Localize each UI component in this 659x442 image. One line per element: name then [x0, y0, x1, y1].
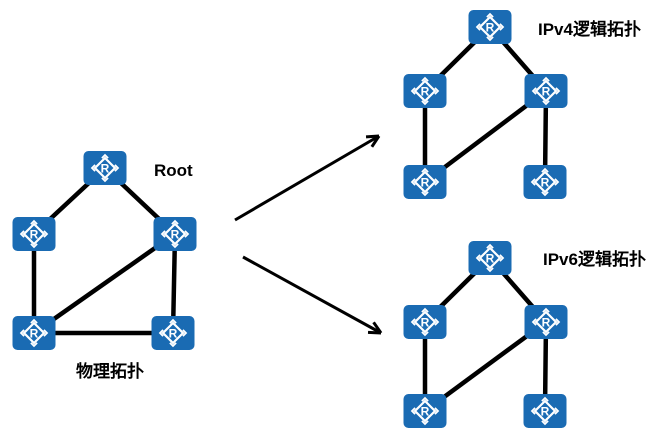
- router-corner-arrows-icon: [19, 318, 49, 348]
- router-icon: [468, 10, 512, 44]
- router-icon: [12, 217, 56, 251]
- router-corner-arrows-icon: [530, 167, 560, 197]
- router-symbol: R: [169, 327, 178, 341]
- router-node: R: [523, 165, 567, 199]
- router-icon: [403, 74, 447, 108]
- router-icon: [151, 316, 195, 350]
- router-icon: [524, 305, 568, 339]
- router-node: R: [83, 151, 127, 185]
- arrow-head-icon: [370, 135, 381, 148]
- router-corner-arrows-icon: [475, 12, 505, 42]
- router-node: R: [403, 74, 447, 108]
- router-node: R: [403, 394, 447, 428]
- router-symbol: R: [486, 21, 495, 35]
- router-corner-arrows-icon: [90, 153, 120, 183]
- router-node: R: [12, 217, 56, 251]
- router-corner-arrows-icon: [475, 243, 505, 273]
- router-symbol: R: [421, 405, 430, 419]
- router-symbol: R: [171, 228, 180, 242]
- router-corner-arrows-icon: [410, 307, 440, 337]
- router-symbol: R: [541, 405, 550, 419]
- flow-arrow: [242, 255, 383, 335]
- router-symbol: R: [421, 176, 430, 190]
- arrow-head-icon: [367, 330, 382, 335]
- router-symbol: R: [542, 85, 551, 99]
- router-icon: [523, 394, 567, 428]
- router-symbol: R: [30, 327, 39, 341]
- root-node-label: Root: [154, 161, 193, 180]
- router-symbol: R: [486, 252, 495, 266]
- router-corner-arrows-icon: [158, 318, 188, 348]
- router-icon: [524, 74, 568, 108]
- router-node: R: [468, 10, 512, 44]
- router-symbol: R: [421, 85, 430, 99]
- router-corner-arrows-icon: [530, 396, 560, 426]
- router-node: R: [403, 165, 447, 199]
- physical-topology-label: 物理拓扑: [76, 362, 144, 381]
- topology-edge: [31, 231, 178, 336]
- router-icon: [523, 165, 567, 199]
- arrow-head-icon: [365, 134, 380, 139]
- router-icon: [468, 241, 512, 275]
- router-corner-arrows-icon: [410, 396, 440, 426]
- router-symbol: R: [30, 228, 39, 242]
- router-corner-arrows-icon: [19, 219, 49, 249]
- router-icon: [403, 394, 447, 428]
- router-symbol: R: [542, 316, 551, 330]
- ipv6-topology-label: IPv6逻辑拓扑: [543, 250, 646, 269]
- router-symbol: R: [101, 162, 110, 176]
- arrow-head-icon: [372, 321, 383, 334]
- router-corner-arrows-icon: [531, 307, 561, 337]
- flow-arrow: [234, 134, 381, 222]
- router-icon: [12, 316, 56, 350]
- router-node: R: [151, 316, 195, 350]
- router-symbol: R: [541, 176, 550, 190]
- router-corner-arrows-icon: [160, 219, 190, 249]
- router-node: R: [523, 394, 567, 428]
- router-corner-arrows-icon: [410, 76, 440, 106]
- router-icon: [403, 305, 447, 339]
- router-icon: [83, 151, 127, 185]
- ipv4-topology-label: IPv4逻辑拓扑: [538, 20, 641, 39]
- router-node: R: [524, 305, 568, 339]
- router-symbol: R: [421, 316, 430, 330]
- router-node: R: [468, 241, 512, 275]
- router-corner-arrows-icon: [410, 167, 440, 197]
- router-icon: [403, 165, 447, 199]
- router-node: R: [12, 316, 56, 350]
- router-corner-arrows-icon: [531, 76, 561, 106]
- router-node: R: [153, 217, 197, 251]
- router-node: R: [524, 74, 568, 108]
- router-icon: [153, 217, 197, 251]
- router-node: R: [403, 305, 447, 339]
